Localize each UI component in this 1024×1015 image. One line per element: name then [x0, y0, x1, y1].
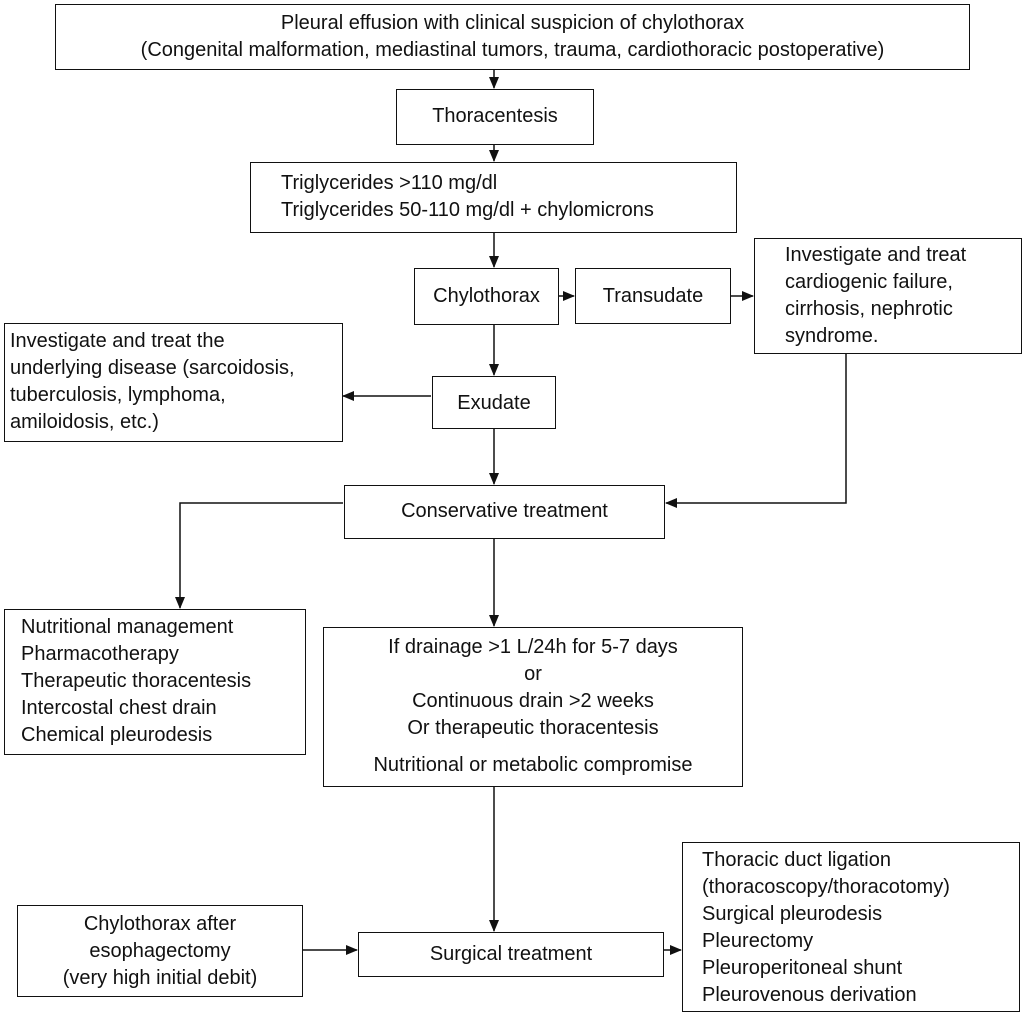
- surgical-option-approach: (thoracoscopy/thoracotomy): [702, 876, 950, 898]
- surgical-option-pleurectomy: Pleurectomy: [702, 930, 814, 952]
- underlying-line-2: underlying disease (sarcoidosis,: [10, 357, 295, 379]
- criteria-line-2: or: [524, 663, 542, 685]
- effusion-line-1: Pleural effusion with clinical suspicion…: [280, 12, 745, 34]
- drainage-criteria-box: If drainage >1 L/24h for 5-7 days or Con…: [323, 627, 743, 787]
- cardiogenic-line-4: syndrome.: [785, 325, 879, 347]
- triglycerides-box: Triglycerides >110 mg/dl Triglycerides 5…: [250, 162, 737, 233]
- underlying-disease-box: Investigate and treat the underlying dis…: [4, 323, 343, 442]
- triglycerides-line-1: Triglycerides >110 mg/dl: [281, 172, 498, 194]
- effusion-box: Pleural effusion with clinical suspicion…: [55, 4, 970, 70]
- esophagectomy-line-2: esophagectomy: [89, 940, 231, 962]
- surgical-option-derivation: Pleurovenous derivation: [702, 984, 917, 1006]
- esophagectomy-box: Chylothorax after esophagectomy (very hi…: [17, 905, 303, 997]
- transudate-label: Transudate: [602, 285, 704, 307]
- option-therapeutic-thoracentesis: Therapeutic thoracentesis: [21, 670, 252, 692]
- underlying-line-1: Investigate and treat the: [10, 330, 225, 352]
- thoracentesis-box: Thoracentesis: [396, 89, 594, 145]
- cardiogenic-line-2: cardiogenic failure,: [785, 271, 953, 293]
- underlying-line-4: amiloidosis, etc.): [10, 411, 159, 433]
- surgical-option-pleurodesis: Surgical pleurodesis: [702, 903, 883, 925]
- exudate-box: Exudate: [432, 376, 556, 429]
- criteria-line-4: Or therapeutic thoracentesis: [407, 717, 659, 739]
- conservative-box: Conservative treatment: [344, 485, 665, 539]
- conservative-label: Conservative treatment: [401, 500, 608, 522]
- surgical-option-shunt: Pleuroperitoneal shunt: [702, 957, 903, 979]
- chylothorax-box: Chylothorax: [414, 268, 559, 325]
- cardiogenic-box: Investigate and treat cardiogenic failur…: [754, 238, 1022, 354]
- triglycerides-line-2: Triglycerides 50-110 mg/dl + chylomicron…: [281, 199, 654, 221]
- esophagectomy-line-3: (very high initial debit): [62, 967, 258, 989]
- conservative-options-box: Nutritional management Pharmacotherapy T…: [4, 609, 306, 755]
- underlying-line-3: tuberculosis, lymphoma,: [10, 384, 226, 406]
- criteria-line-1: If drainage >1 L/24h for 5-7 days: [388, 636, 678, 658]
- surgical-box: Surgical treatment: [358, 932, 664, 977]
- esophagectomy-line-1: Chylothorax after: [83, 913, 237, 935]
- option-chest-drain: Intercostal chest drain: [21, 697, 217, 719]
- criteria-line-3: Continuous drain >2 weeks: [412, 690, 654, 712]
- effusion-line-2: (Congenital malformation, mediastinal tu…: [140, 39, 885, 61]
- option-chemical-pleurodesis: Chemical pleurodesis: [21, 724, 213, 746]
- surgical-label: Surgical treatment: [429, 943, 593, 965]
- cardiogenic-line-3: cirrhosis, nephrotic: [785, 298, 953, 320]
- cardiogenic-line-1: Investigate and treat: [785, 244, 967, 266]
- thoracentesis-label: Thoracentesis: [432, 105, 558, 127]
- surgical-option-ligation: Thoracic duct ligation: [702, 849, 891, 871]
- surgical-options-box: Thoracic duct ligation (thoracoscopy/tho…: [682, 842, 1020, 1012]
- criteria-line-5: Nutritional or metabolic compromise: [373, 754, 693, 776]
- option-nutritional: Nutritional management: [21, 616, 234, 638]
- chylothorax-label: Chylothorax: [433, 285, 540, 307]
- arrow-conservative-to-options: [175, 502, 343, 609]
- transudate-box: Transudate: [575, 268, 731, 324]
- option-pharmacotherapy: Pharmacotherapy: [21, 643, 179, 665]
- arrow-cardiogenic-to-conservative: [665, 354, 847, 508]
- exudate-label: Exudate: [457, 392, 531, 414]
